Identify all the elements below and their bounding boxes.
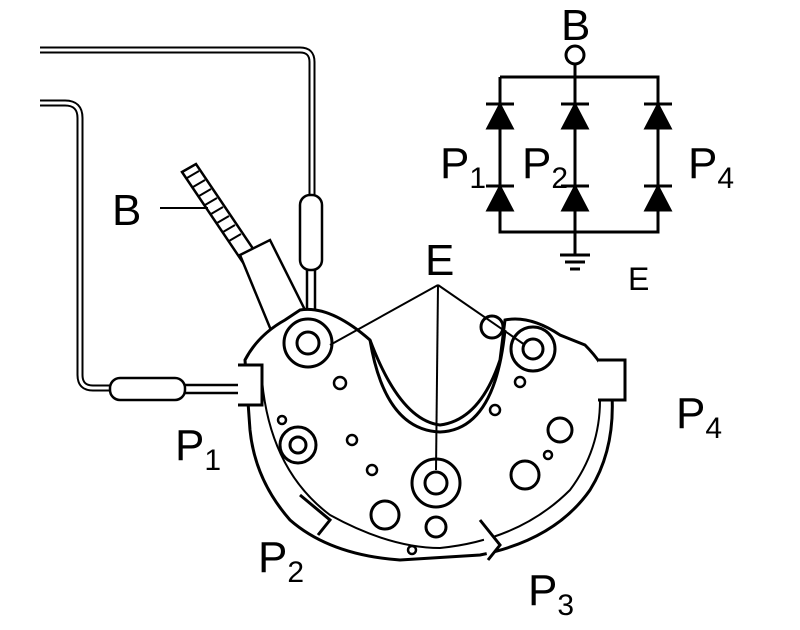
b-terminal-stud [180, 162, 312, 342]
schematic-p1-sub: 1 [469, 162, 486, 195]
p2-sub: 2 [287, 556, 304, 589]
p1-letter: P [175, 421, 204, 470]
p3-label: P3 [528, 566, 574, 622]
p3-sub: 3 [557, 589, 574, 622]
mounting-bolts [278, 314, 574, 539]
p4-sub: 4 [705, 412, 722, 445]
schematic-p2-label: P2 [522, 139, 568, 195]
schematic-p4-letter: P [688, 139, 717, 188]
schematic-p1-letter: P [440, 139, 469, 188]
schematic-p4-label: P4 [688, 139, 734, 195]
p4-label: P4 [676, 389, 722, 445]
p1-label: P1 [175, 421, 221, 477]
p2-letter: P [258, 533, 287, 582]
rectifier-holder [243, 307, 614, 562]
p1-sub: 1 [204, 444, 221, 477]
b-node-label: B [561, 1, 590, 50]
e-leader-lines [329, 284, 526, 471]
test-probe-left [108, 376, 260, 402]
e-ground-label: E [628, 261, 649, 297]
schematic-p2-sub: 2 [551, 162, 568, 195]
schematic-p2-letter: P [522, 139, 551, 188]
rectifier-rivets [276, 375, 554, 556]
test-probe-top [298, 193, 324, 320]
p4-letter: P [676, 389, 705, 438]
diodes [485, 101, 673, 212]
p3-letter: P [528, 566, 557, 615]
schematic-p1-label: P1 [440, 139, 486, 195]
schematic-p4-sub: 4 [717, 162, 734, 195]
p2-label: P2 [258, 533, 304, 589]
b-node-circle [564, 44, 586, 66]
e-center-label: E [425, 236, 454, 285]
b-terminal-label: B [112, 186, 141, 235]
terminal-tabs [238, 358, 627, 561]
